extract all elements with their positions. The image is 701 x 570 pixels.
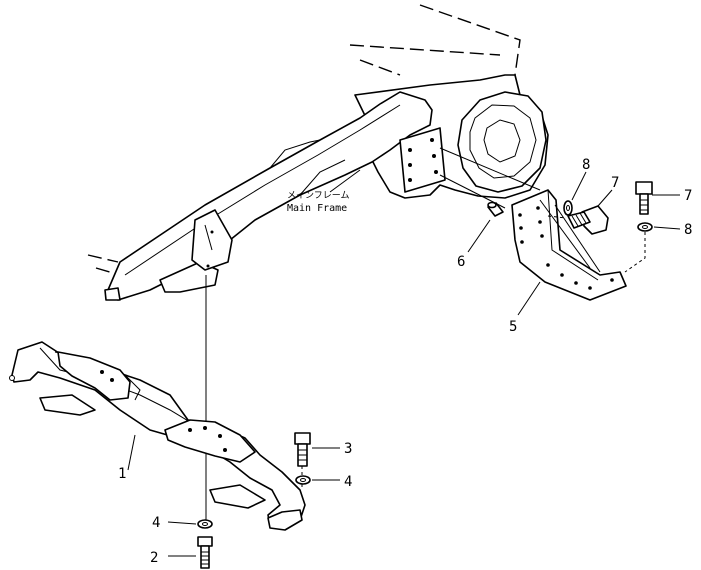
main-frame-label-jp: メインフレーム bbox=[287, 190, 349, 201]
callout-4-lower: 4 bbox=[152, 515, 160, 531]
main-frame-label-en: Main Frame bbox=[287, 203, 347, 214]
main-frame-label: メインフレーム Main Frame bbox=[287, 169, 361, 214]
callout-4-upper: 4 bbox=[344, 474, 352, 490]
washer-part-8-center bbox=[563, 171, 587, 216]
washer-part-4-lower bbox=[167, 519, 213, 529]
callout-8-right: 8 bbox=[684, 222, 692, 238]
bolt-part-7-right bbox=[635, 181, 680, 215]
callout-1: 1 bbox=[118, 466, 126, 482]
washer-part-8-right bbox=[624, 222, 681, 273]
callout-6: 6 bbox=[457, 254, 465, 270]
callout-3: 3 bbox=[344, 441, 352, 457]
crossmember-part-1 bbox=[9, 341, 306, 531]
bracket-part-5 bbox=[439, 147, 627, 316]
callout-7-center: 7 bbox=[611, 175, 619, 191]
pin-part-6 bbox=[467, 201, 504, 253]
bolt-part-2 bbox=[168, 536, 213, 569]
callout-2: 2 bbox=[150, 550, 158, 566]
bolt-part-7-center bbox=[547, 189, 613, 235]
callout-numbers: 1 2 3 4 4 5 6 7 7 8 8 bbox=[118, 157, 692, 566]
callout-8-center: 8 bbox=[582, 157, 590, 173]
washer-part-4-upper bbox=[295, 475, 340, 485]
main-frame bbox=[87, 4, 549, 301]
callout-7-right: 7 bbox=[684, 188, 692, 204]
callout-5: 5 bbox=[509, 319, 517, 335]
